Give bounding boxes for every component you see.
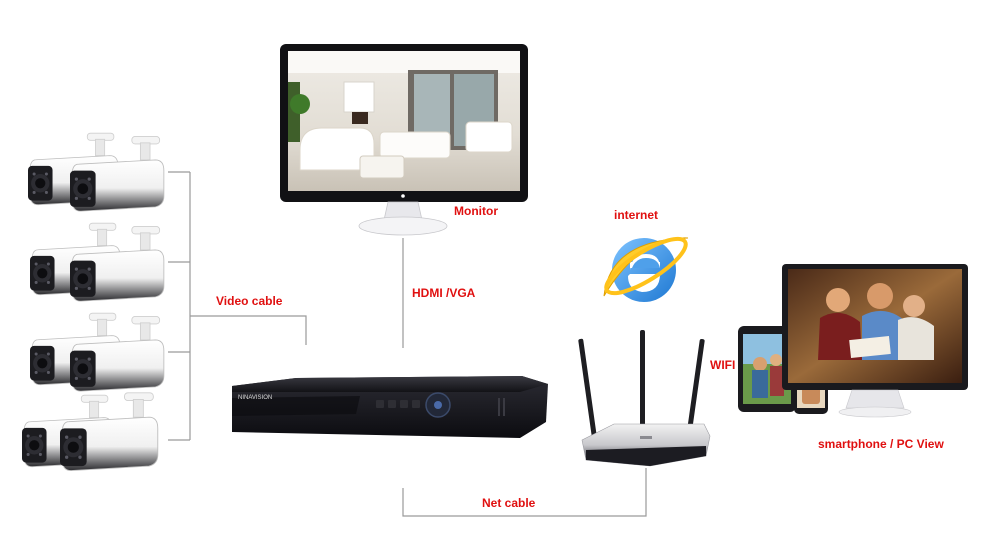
cameras — [22, 132, 165, 472]
router-icon — [578, 330, 711, 467]
tablet-icon — [738, 326, 796, 412]
monitor-label: Monitor — [454, 204, 498, 218]
pc-monitor-icon — [782, 264, 968, 418]
hdmi-vga-label: HDMI /VGA — [412, 286, 476, 300]
wifi-label: WIFI — [710, 358, 736, 372]
connector-lines — [168, 171, 647, 517]
camera-icon — [70, 135, 165, 212]
smartphone-pc-view-label: smartphone / PC View — [818, 437, 944, 451]
dvr-icon: NINAVISION — [232, 376, 548, 438]
video-cable-label: Video cable — [216, 294, 283, 308]
internet-label: internet — [614, 208, 659, 222]
monitor-icon — [280, 44, 528, 236]
camera-icon — [70, 315, 165, 392]
camera-icon — [60, 392, 159, 472]
internet-explorer-icon — [603, 236, 689, 302]
camera-icon — [70, 225, 165, 302]
net-cable-label: Net cable — [482, 496, 536, 510]
dvr-brand: NINAVISION — [238, 395, 272, 401]
